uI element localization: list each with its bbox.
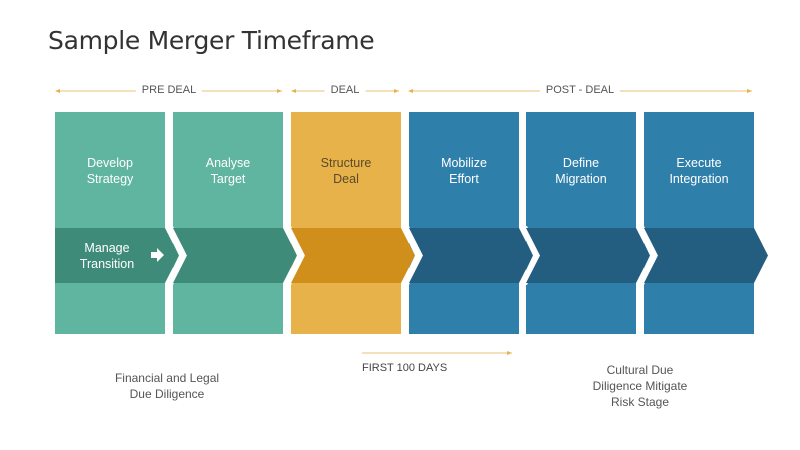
- first-100-days-label: FIRST 100 DAYS: [362, 362, 448, 374]
- chevron-band-segment: [409, 228, 533, 283]
- chevron-gap: [401, 226, 423, 285]
- step-column: [55, 112, 165, 334]
- chevron-gap: [519, 226, 541, 285]
- chevron-gap: [165, 226, 187, 285]
- chevron-gap: [636, 226, 658, 285]
- chevron-band-segment: [173, 228, 297, 283]
- step-column: [173, 112, 283, 334]
- phase-label-pre-deal: PRE DEAL: [135, 84, 203, 96]
- step-column: [644, 112, 754, 334]
- phase-label-post-deal: POST - DEAL: [539, 84, 621, 96]
- chevron-band-segment: [291, 228, 415, 283]
- step-column: [526, 112, 636, 334]
- chevron-band-segment: [55, 228, 179, 283]
- step-column: [409, 112, 519, 334]
- chevron-band-segment: [644, 228, 768, 283]
- step-column: [291, 112, 401, 334]
- page-title: Sample Merger Timeframe: [48, 26, 375, 55]
- arrow-right-icon: [151, 248, 164, 262]
- chevron-band-segment: [526, 228, 650, 283]
- chevron-gap: [283, 226, 305, 285]
- phase-label-deal: DEAL: [324, 84, 366, 96]
